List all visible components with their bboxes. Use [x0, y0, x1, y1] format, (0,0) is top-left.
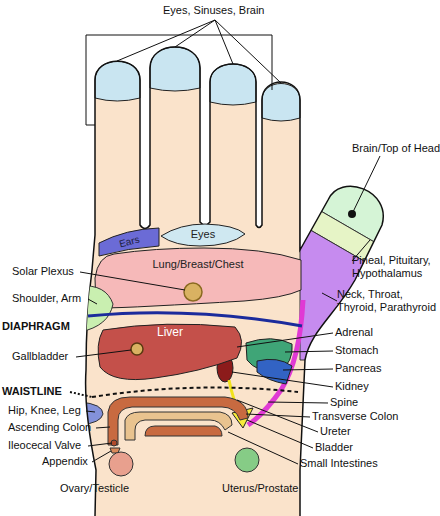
- organ-label: Pineal, Pituitary, Hypothalamus: [352, 254, 437, 280]
- zone-shape: [94, 246, 302, 310]
- zone-label: Lung/Breast/Chest: [152, 258, 243, 271]
- organ-label: Brain/Top of Head: [352, 142, 440, 155]
- organ-label: Hip, Knee, Leg: [8, 404, 81, 417]
- shoulder-zone: [80, 286, 113, 332]
- bracket-line: [117, 20, 215, 61]
- finger-bracket: [86, 20, 281, 125]
- bracket-line: [175, 20, 215, 47]
- transverse-colon: [145, 426, 222, 436]
- ascending-colon: [108, 397, 248, 445]
- waistline: [92, 388, 298, 397]
- leader-line: [228, 432, 298, 464]
- leader-line: [88, 299, 97, 304]
- organ-label: DIAPHRAGM: [2, 320, 70, 333]
- thumb-zones: [80, 140, 440, 425]
- leader-line: [88, 443, 112, 446]
- fingertip-zone: [210, 64, 256, 105]
- organ-label: Ovary/Testicle: [60, 482, 129, 495]
- small-intestines: [125, 412, 232, 440]
- leader-line: [237, 400, 318, 432]
- zone-outline: [161, 224, 245, 246]
- zone-label: Liver: [157, 326, 183, 339]
- organ-label: Stomach: [335, 344, 378, 357]
- leader-line: [322, 293, 337, 301]
- leader-line: [70, 392, 92, 397]
- organ-label: Uterus/Prostate: [222, 482, 298, 495]
- hand-outline: [86, 47, 384, 516]
- organ-label: Small Intestines: [300, 457, 378, 470]
- ovary-zone: [109, 452, 133, 476]
- leader-line: [232, 372, 333, 387]
- organ-label: Appendix: [42, 455, 88, 468]
- organ-label: Ascending Colon: [8, 421, 91, 434]
- zone-label: Eyes: [191, 228, 215, 241]
- zone-band: Lung/Breast/Chest: [94, 246, 302, 310]
- zone-outline: [95, 248, 301, 308]
- bracket-line: [215, 20, 281, 83]
- bracket-line: [215, 20, 233, 64]
- leader-line: [96, 427, 110, 428]
- organ-label: Ureter: [320, 425, 351, 438]
- leader-line: [80, 272, 185, 290]
- bracket-line: [86, 35, 272, 125]
- organ-label: Kidney: [335, 380, 369, 393]
- organ-label: WAISTLINE: [2, 385, 62, 398]
- organ-label: Shoulder, Arm: [12, 292, 81, 305]
- fingertip-zone: [262, 84, 300, 122]
- organ-label: Eyes, Sinuses, Brain: [163, 4, 265, 17]
- leader-line: [237, 333, 333, 347]
- neck-zone: [300, 224, 440, 360]
- organ-label: Bladder: [315, 441, 353, 454]
- leader-line: [92, 451, 111, 462]
- gallbladder-point: [131, 343, 143, 355]
- fingertip-zone: [95, 61, 140, 101]
- organ-label: Adrenal: [335, 326, 373, 339]
- leader-line: [76, 350, 131, 357]
- organ-label: Ileocecal Valve: [8, 439, 81, 452]
- solar-plexus-point: [184, 283, 202, 301]
- organ-label: Neck, Throat, Thyroid, Parathyroid: [337, 288, 439, 314]
- leader-line: [285, 351, 333, 352]
- organ-label: Gallbladder: [12, 350, 68, 363]
- diaphragm-line: [88, 313, 302, 326]
- organ-label: Spine: [330, 396, 358, 409]
- uterus-zone: [235, 448, 259, 472]
- leader-line: [247, 420, 313, 448]
- leader-line: [352, 156, 380, 214]
- zone-band: Eyes: [160, 222, 246, 248]
- leader-line: [268, 402, 328, 403]
- leader-line: [283, 369, 333, 370]
- organ-label: Transverse Colon: [312, 410, 398, 423]
- fingertip-zone: [150, 47, 200, 91]
- leader-line: [86, 411, 95, 412]
- organ-label: Pancreas: [335, 362, 381, 375]
- organ-label: Solar Plexus: [12, 265, 74, 278]
- clipped-details: [80, 286, 113, 332]
